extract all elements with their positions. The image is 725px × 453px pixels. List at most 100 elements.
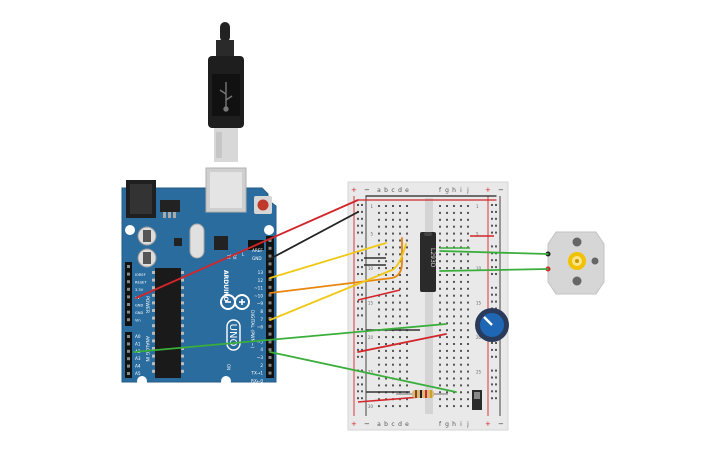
mcu-pin [181,278,184,282]
power-pin-label: GND [135,311,143,315]
power-pin-label: IOREF [135,273,146,277]
header-pin [268,270,272,274]
wire-green-motor-1 [439,250,549,255]
slide-switch [472,390,482,410]
digital-pin-label: 2 [260,363,263,368]
wire-black-gnd [267,211,359,261]
row-label: 15 [368,301,374,306]
smd-chip [214,236,228,250]
analog-pin-label: A4 [135,364,141,369]
header-pin [127,310,130,314]
column-label: a [377,421,381,428]
rail-minus-label-right: − [498,186,504,194]
header-pin [127,357,130,361]
row-label: 30 [368,404,374,409]
mcu-pin [152,293,155,297]
header-pin [268,324,272,328]
header-pin [127,318,130,322]
column-label: i [460,187,462,194]
digital-pin-label: ~3 [257,355,264,360]
power-pin-label: GND [135,303,143,307]
digital-header-pins [268,239,272,375]
wires [133,195,549,393]
row-label: 5 [476,232,479,237]
column-label: b [384,421,388,428]
header-pin [127,303,130,306]
header-pin [127,295,130,299]
mounting-hole [137,376,147,386]
power-pin-label: 3.3V [135,288,144,292]
analog-pin-label: A5 [135,371,141,376]
voltage-regulator [160,200,180,212]
column-label: f [439,421,442,428]
mcu-pin [181,354,184,358]
row-label: 25 [368,370,374,375]
arduino-board: ARDUINO UNO DIGITAL (PWM~) ANALOG IN POW… [121,167,277,386]
header-pin [268,340,272,344]
column-label: j [466,421,469,428]
column-label: d [398,421,402,428]
column-label: e [405,421,409,428]
wire-green-a2 [133,323,447,353]
header-pin [127,342,130,346]
header-pin [268,278,272,281]
digital-pin-label: 4 [260,347,263,352]
header-pin [127,280,130,284]
power-pin-label: Vin [135,319,141,323]
row-label: 5 [370,232,373,237]
column-label: a [377,187,381,194]
digital-pin-label: ~9 [257,301,264,306]
mcu-pin [152,286,155,290]
column-label: e [405,187,409,194]
wire-red-bb [357,333,447,353]
gnd-top-label: GND [252,256,262,261]
potentiometer [475,308,509,342]
crystal [189,223,205,259]
column-label: f [439,187,442,194]
uno-logo: UNO [226,319,241,351]
wire-orange-pin10 [269,237,403,294]
mcu-pin [181,331,184,335]
column-label: b [384,187,388,194]
board-brand: ARDUINO [222,270,229,301]
header-pin [268,371,272,375]
header-pin [127,349,130,353]
column-label: h [452,187,456,194]
mcu-pin [152,316,155,320]
microcontroller-chip [155,268,181,378]
header-pin [268,239,272,242]
rail-plus-label-bottom: + [351,420,357,428]
mcu-pin [181,286,184,290]
ic-label: L293D [429,248,436,268]
row-label: 20 [368,335,374,340]
power-header-strip [125,262,132,326]
row-label: 15 [476,301,482,306]
digital-header-label: DIGITAL (PWM~) [249,310,255,348]
board-model: UNO [227,324,238,347]
header-pin [268,293,272,297]
header-pin [268,246,272,250]
mcu-pin [152,271,155,274]
analog-header-strip [125,332,132,378]
mcu-pin [152,309,155,312]
header-pin [268,254,272,258]
wire-green-pin2 [269,351,457,393]
mcu-pin [181,316,184,320]
digital-pin-label: ~6 [257,325,264,330]
column-label: d [398,187,402,194]
row-label: 1 [476,204,479,209]
usb-symbol-icon [219,82,233,112]
mcu-pin [152,278,155,282]
mcu-pin [181,369,184,373]
mounting-hole [264,225,274,235]
mcu-pin [152,369,155,373]
rail-minus-label: − [364,186,370,194]
motor-gear-icon [568,252,586,270]
breadboard-center-channel [425,198,433,414]
rail-plus-label-bottom-right: + [485,420,491,428]
header-pin [268,301,272,305]
